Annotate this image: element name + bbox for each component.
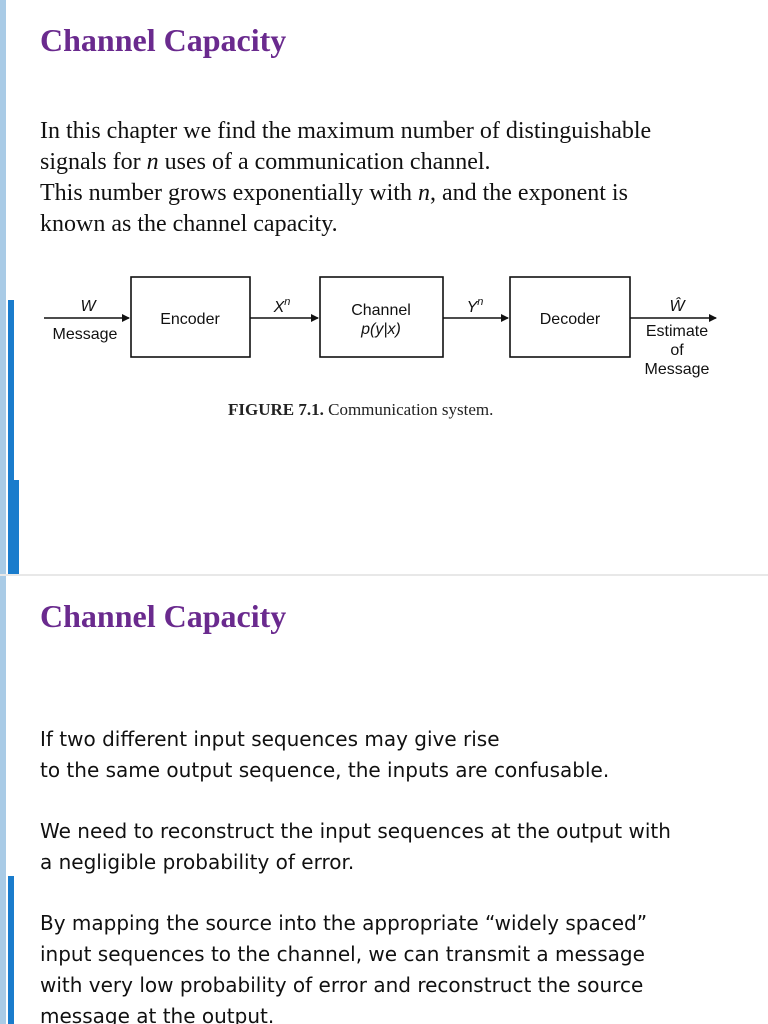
paragraph-2: We need to reconstruct the input sequenc… (40, 816, 740, 878)
accent-bar-dark (8, 300, 14, 574)
input-label-message: Message (53, 326, 118, 343)
figure-caption-text: Communication system. (328, 400, 494, 419)
slide-1: Channel Capacity In this chapter we find… (0, 0, 740, 574)
paragraph-2-line-2: a negligible probability of error. (40, 850, 355, 874)
paragraph-1-line-2: to the same output sequence, the inputs … (40, 758, 610, 782)
intro-line-3-post: , and the exponent is (429, 180, 628, 206)
decoder-label: Decoder (540, 311, 601, 328)
var-n: n (417, 180, 430, 206)
intro-line-3: This number grows exponentially with n, … (40, 178, 740, 209)
paragraph-3: By mapping the source into the appropria… (40, 908, 740, 1024)
accent-bar-dark (8, 876, 14, 1024)
intro-line-3-pre: This number grows exponentially with (40, 180, 418, 206)
slide-title: Channel Capacity (40, 598, 287, 634)
encoder-output-xn: Xn (273, 296, 291, 316)
intro-line-2-post: uses of a communication channel. (158, 149, 491, 175)
channel-box (319, 276, 444, 358)
paragraph-2-line-1: We need to reconstruct the input sequenc… (40, 819, 671, 843)
figure-caption-label: FIGURE 7.1. (228, 400, 324, 419)
paragraph-3-line-1: By mapping the source into the appropria… (40, 911, 648, 935)
channel-label: Channel (351, 302, 411, 319)
output-label-estimate: Estimate (646, 323, 708, 340)
paragraph-3-line-4: message at the output. (40, 1004, 275, 1024)
accent-bar-light (0, 576, 6, 1024)
slide-title: Channel Capacity (40, 22, 287, 58)
encoder-box (130, 276, 251, 358)
slide-2: Channel Capacity If two different input … (0, 576, 768, 1024)
intro-paragraph: In this chapter we find the maximum numb… (40, 116, 740, 240)
figure-caption: FIGURE 7.1. Communication system. (228, 400, 493, 420)
output-label-of: of (670, 342, 684, 359)
intro-line-2-pre: signals for (40, 149, 147, 175)
communication-system-diagram: W Message Encoder Xn Channel p(y|x) Yn D… (44, 276, 717, 378)
accent-bar-dark-2 (14, 480, 19, 574)
intro-line-4: known as the channel capacity. (40, 211, 338, 237)
paragraph-3-line-3: with very low probability of error and r… (40, 973, 644, 997)
paragraph-1-line-1: If two different input sequences may giv… (40, 727, 500, 751)
output-label-message: Message (645, 361, 710, 378)
encoder-label: Encoder (160, 311, 220, 328)
intro-line-1: In this chapter we find the maximum numb… (40, 118, 652, 144)
channel-output-yn: Yn (467, 296, 484, 316)
channel-law: p(y|x) (360, 321, 401, 338)
accent-bar-light (0, 0, 6, 574)
output-symbol-w-hat: Ŵ (669, 296, 686, 315)
slide-divider (0, 574, 768, 576)
intro-line-2: signals for n uses of a communication ch… (40, 147, 740, 178)
paragraph-1: If two different input sequences may giv… (40, 724, 740, 786)
input-symbol-w: W (80, 298, 97, 315)
decoder-box (509, 276, 631, 358)
paragraph-3-line-2: input sequences to the channel, we can t… (40, 942, 645, 966)
var-n: n (146, 149, 159, 175)
